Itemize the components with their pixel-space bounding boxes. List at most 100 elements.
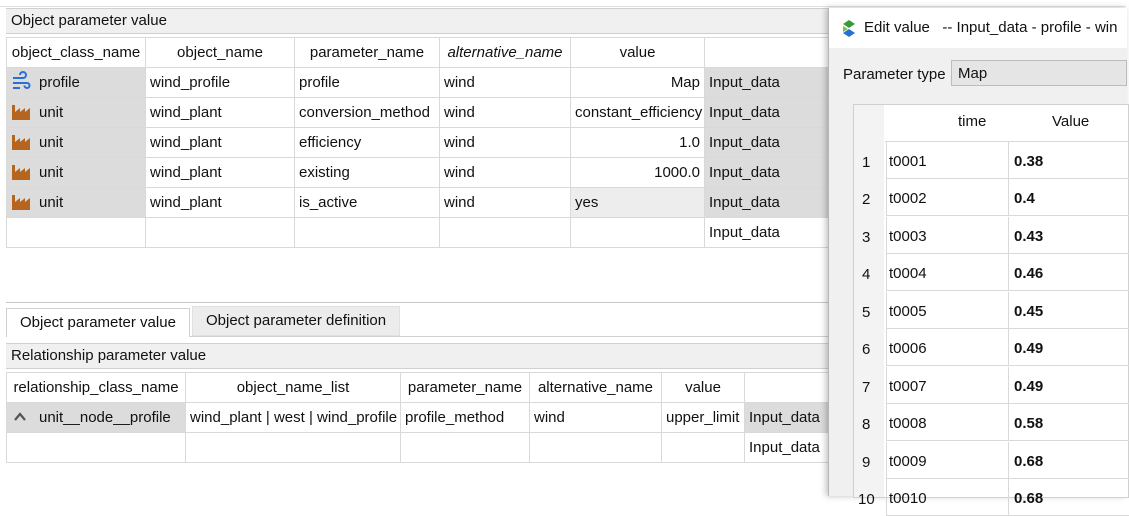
database-cell[interactable]: Input_data xyxy=(704,127,829,158)
value-cell[interactable]: yes xyxy=(570,187,705,218)
table-row[interactable]: unit wind_plant is_active wind yes Input… xyxy=(6,187,829,218)
database-cell[interactable]: Input_data xyxy=(744,432,829,463)
value-cell[interactable]: 0.58 xyxy=(1008,404,1129,441)
object-class-cell[interactable]: unit xyxy=(6,127,146,158)
table-row[interactable]: 9 t0009 0.68 xyxy=(854,442,1129,479)
object-name-cell[interactable]: wind_profile xyxy=(145,67,295,98)
alternative-name-cell[interactable]: wind xyxy=(439,157,571,188)
empty-table-row[interactable]: Input_data xyxy=(6,217,829,248)
object-class-cell[interactable]: unit xyxy=(6,97,146,128)
time-cell[interactable]: t0006 xyxy=(886,329,1009,366)
database-cell[interactable]: Input_data xyxy=(704,97,829,128)
table-row[interactable]: 7 t0007 0.49 xyxy=(854,367,1129,404)
database-cell[interactable]: Input_data xyxy=(704,157,829,188)
table-row[interactable]: 1 t0001 0.38 xyxy=(854,142,1129,179)
column-header-object-name-list[interactable]: object_name_list xyxy=(185,372,401,403)
column-header-value[interactable]: value xyxy=(661,372,745,403)
time-cell[interactable]: t0002 xyxy=(886,179,1009,216)
empty-cell[interactable] xyxy=(185,432,401,463)
panel-splitter[interactable] xyxy=(6,302,828,303)
column-header-database[interactable] xyxy=(744,372,829,403)
object-class-cell[interactable]: unit xyxy=(6,157,146,188)
map-value-table[interactable]: time Value 1 t0001 0.38 2 t0002 0.4 3 t0… xyxy=(853,104,1129,516)
alternative-name-cell[interactable]: wind xyxy=(439,67,571,98)
object-name-cell[interactable]: wind_plant xyxy=(145,187,295,218)
parameter-type-select[interactable]: Map xyxy=(951,60,1127,86)
table-row[interactable]: 8 t0008 0.58 xyxy=(854,404,1129,441)
time-cell[interactable]: t0010 xyxy=(886,479,1009,516)
database-cell[interactable]: Input_data xyxy=(704,217,829,248)
dialog-title-bar[interactable]: Edit value -- Input_data - profile - win xyxy=(829,8,1127,48)
empty-cell[interactable] xyxy=(439,217,571,248)
column-header-alternative-name[interactable]: alternative_name xyxy=(439,37,571,68)
edit-value-dialog[interactable]: Edit value -- Input_data - profile - win… xyxy=(828,8,1129,516)
value-cell[interactable]: 0.49 xyxy=(1008,329,1129,366)
parameter-name-cell[interactable]: profile_method xyxy=(400,402,530,433)
object-class-cell[interactable]: unit xyxy=(6,187,146,218)
alternative-name-cell[interactable]: wind xyxy=(439,97,571,128)
parameter-name-cell[interactable]: efficiency xyxy=(294,127,440,158)
empty-cell[interactable] xyxy=(145,217,295,248)
alternative-name-cell[interactable]: wind xyxy=(439,127,571,158)
alternative-name-cell[interactable]: wind xyxy=(529,402,662,433)
empty-cell[interactable] xyxy=(6,432,186,463)
value-cell[interactable]: Map xyxy=(570,67,705,98)
empty-cell[interactable] xyxy=(529,432,662,463)
relationship-class-cell[interactable]: unit__node__profile xyxy=(6,402,186,433)
value-cell[interactable]: constant_efficiency xyxy=(570,97,705,128)
table-row[interactable]: 6 t0006 0.49 xyxy=(854,329,1129,366)
time-cell[interactable]: t0005 xyxy=(886,292,1009,329)
parameter-name-cell[interactable]: existing xyxy=(294,157,440,188)
value-cell[interactable]: 0.4 xyxy=(1008,179,1129,216)
column-header-time[interactable]: time xyxy=(958,113,987,130)
value-cell[interactable]: 0.43 xyxy=(1008,217,1129,254)
column-header-parameter-name[interactable]: parameter_name xyxy=(294,37,440,68)
object-name-cell[interactable]: wind_plant xyxy=(145,157,295,188)
parameter-name-cell[interactable]: profile xyxy=(294,67,440,98)
column-header-object-class-name[interactable]: object_class_name xyxy=(6,37,146,68)
column-header-object-name[interactable]: object_name xyxy=(145,37,295,68)
time-cell[interactable]: t0008 xyxy=(886,404,1009,441)
column-header-relationship-class-name[interactable]: relationship_class_name xyxy=(6,372,186,403)
database-cell[interactable]: Input_data xyxy=(704,187,829,218)
value-cell[interactable]: 1000.0 xyxy=(570,157,705,188)
column-header-database[interactable] xyxy=(704,37,829,68)
object-name-cell[interactable]: wind_plant xyxy=(145,97,295,128)
value-cell[interactable]: 0.68 xyxy=(1008,442,1129,479)
tab-object-parameter-definition[interactable]: Object parameter definition xyxy=(192,306,401,336)
value-cell[interactable]: 0.38 xyxy=(1008,142,1129,179)
database-cell[interactable]: Input_data xyxy=(744,402,829,433)
time-cell[interactable]: t0004 xyxy=(886,254,1009,291)
empty-table-row[interactable]: Input_data xyxy=(6,432,829,463)
time-cell[interactable]: t0003 xyxy=(886,217,1009,254)
value-cell[interactable]: 0.45 xyxy=(1008,292,1129,329)
table-row[interactable]: 2 t0002 0.4 xyxy=(854,179,1129,216)
value-cell[interactable]: 0.49 xyxy=(1008,367,1129,404)
table-row[interactable]: 5 t0005 0.45 xyxy=(854,292,1129,329)
table-row[interactable]: unit__node__profile wind_plant | west | … xyxy=(6,402,829,433)
table-row[interactable]: unit wind_plant existing wind 1000.0 Inp… xyxy=(6,157,829,188)
empty-cell[interactable] xyxy=(6,217,146,248)
empty-cell[interactable] xyxy=(294,217,440,248)
time-cell[interactable]: t0009 xyxy=(886,442,1009,479)
table-row[interactable]: 10 t0010 0.68 xyxy=(854,479,1129,516)
object-class-cell[interactable]: profile xyxy=(6,67,146,98)
column-header-value[interactable]: value xyxy=(570,37,705,68)
table-row[interactable]: 3 t0003 0.43 xyxy=(854,217,1129,254)
empty-cell[interactable] xyxy=(661,432,745,463)
object-name-list-cell[interactable]: wind_plant | west | wind_profile xyxy=(185,402,401,433)
column-header-value[interactable]: Value xyxy=(1052,113,1090,130)
tab-object-parameter-value[interactable]: Object parameter value xyxy=(6,308,190,337)
table-row[interactable]: profile wind_profile profile wind Map In… xyxy=(6,67,829,98)
table-row[interactable]: 4 t0004 0.46 xyxy=(854,254,1129,291)
time-cell[interactable]: t0007 xyxy=(886,367,1009,404)
column-header-parameter-name[interactable]: parameter_name xyxy=(400,372,530,403)
value-cell[interactable]: 1.0 xyxy=(570,127,705,158)
parameter-name-cell[interactable]: conversion_method xyxy=(294,97,440,128)
value-cell[interactable]: upper_limit xyxy=(661,402,745,433)
value-cell[interactable]: 0.46 xyxy=(1008,254,1129,291)
alternative-name-cell[interactable]: wind xyxy=(439,187,571,218)
table-row[interactable]: unit wind_plant efficiency wind 1.0 Inpu… xyxy=(6,127,829,158)
database-cell[interactable]: Input_data xyxy=(704,67,829,98)
object-name-cell[interactable]: wind_plant xyxy=(145,127,295,158)
